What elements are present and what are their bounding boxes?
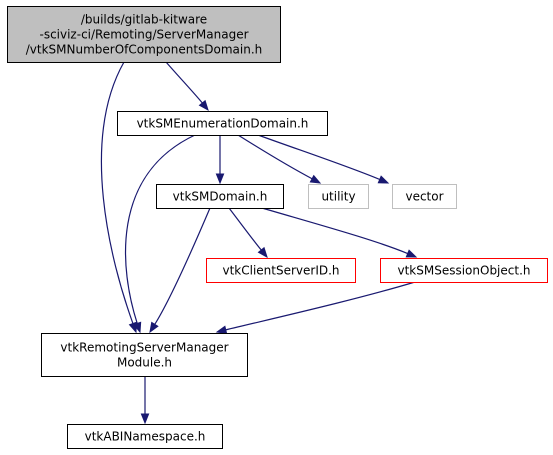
arrowhead-icon	[198, 99, 209, 112]
node-box	[308, 184, 369, 209]
arrowhead-icon	[405, 249, 418, 258]
arrowhead-icon	[140, 413, 150, 425]
edge-root-module	[100, 61, 137, 334]
node-label: vtkRemotingServerManager	[60, 341, 228, 355]
edge-domain-clientid	[228, 207, 268, 259]
edge-line	[228, 207, 262, 251]
node-label: vtkABINamespace.h	[85, 430, 206, 444]
arrowhead-icon	[215, 173, 225, 185]
node-label: -sciviz-ci/Remoting/ServerManager	[39, 28, 248, 42]
node-box	[67, 424, 223, 449]
edge-session-module	[215, 281, 416, 334]
node-label: /vtkSMNumberOfComponentsDomain.h	[26, 43, 263, 57]
node-session[interactable]: vtkSMSessionObject.h	[380, 258, 548, 283]
arrowhead-icon	[309, 174, 322, 184]
node-domain[interactable]: vtkSMDomain.h	[156, 184, 284, 209]
arrowhead-icon	[215, 325, 228, 334]
node-abi[interactable]: vtkABINamespace.h	[67, 424, 223, 449]
edge-line	[237, 134, 313, 180]
edge-line	[261, 207, 408, 255]
node-label: vtkSMDomain.h	[173, 190, 268, 204]
node-enum[interactable]: vtkSMEnumerationDomain.h	[117, 111, 328, 136]
edge-domain-module	[149, 207, 211, 334]
edge-enum-utility	[237, 134, 322, 184]
node-box	[392, 184, 457, 209]
node-root[interactable]: /builds/gitlab-kitware-sciviz-ci/Remotin…	[7, 6, 281, 63]
node-label: vtkSMEnumerationDomain.h	[137, 117, 309, 131]
edges-layer	[100, 61, 418, 425]
node-box	[117, 111, 328, 136]
node-label: /builds/gitlab-kitware	[81, 13, 207, 27]
nodes-layer: /builds/gitlab-kitware-sciviz-ci/Remotin…	[7, 6, 548, 449]
node-label: Module.h	[117, 356, 172, 370]
edge-domain-session	[261, 207, 418, 258]
node-clientid[interactable]: vtkClientServerID.h	[206, 258, 356, 283]
node-vector[interactable]: vector	[392, 184, 457, 209]
edge-enum-vector	[257, 134, 390, 184]
arrowhead-icon	[132, 321, 142, 334]
node-box	[41, 333, 248, 377]
arrowhead-icon	[149, 321, 159, 334]
edge-line	[225, 281, 416, 331]
node-box	[7, 6, 281, 63]
edge-enum-module	[124, 134, 196, 334]
node-label: vtkClientServerID.h	[222, 264, 339, 278]
node-box	[380, 258, 548, 283]
edge-line	[124, 134, 196, 324]
edge-line	[100, 61, 134, 324]
node-box	[206, 258, 356, 283]
edge-line	[154, 207, 211, 325]
edge-enum-domain	[215, 135, 225, 185]
edge-line	[257, 134, 380, 181]
edge-root-enum	[165, 61, 209, 112]
node-label: vtkSMSessionObject.h	[397, 264, 530, 278]
node-label: vector	[405, 190, 443, 204]
edge-line	[165, 61, 203, 104]
edge-module-abi	[140, 376, 150, 425]
node-label: utility	[321, 190, 355, 204]
node-box	[156, 184, 284, 209]
arrowhead-icon	[257, 246, 268, 259]
node-utility[interactable]: utility	[308, 184, 369, 209]
arrowhead-icon	[377, 175, 390, 184]
